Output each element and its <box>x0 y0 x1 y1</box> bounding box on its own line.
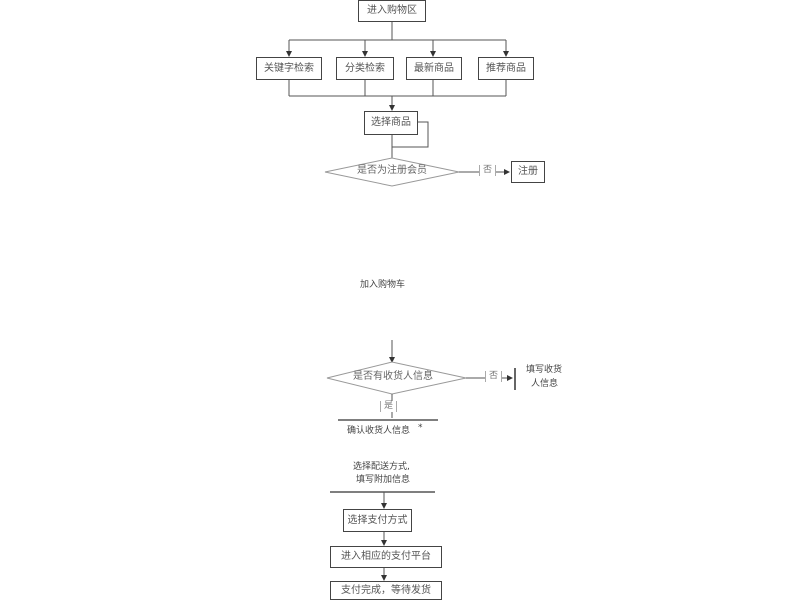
category-search-box: 分类检索 <box>336 57 394 80</box>
keyword-search-label: 关键字检索 <box>264 62 314 74</box>
fill-recipient-info-line1: 填写收货 <box>526 365 563 375</box>
is-registered-member-label: 是否为注册会员 <box>357 165 427 176</box>
recommended-products-box: 推荐商品 <box>478 57 534 80</box>
enter-payment-platform-label: 进入相应的支付平台 <box>341 551 431 562</box>
recommended-products-label: 推荐商品 <box>486 62 526 74</box>
add-to-cart-label: 加入购物车 <box>360 280 406 290</box>
register-label: 注册 <box>518 166 538 177</box>
select-product-box: 选择商品 <box>364 111 418 135</box>
select-delivery-line2: 填写附加信息 <box>356 475 411 485</box>
select-delivery-line1: 选择配送方式, <box>353 462 410 472</box>
yes-label-recipient: 是 <box>380 401 398 412</box>
keyword-search-box: 关键字检索 <box>256 57 322 80</box>
no-label-recipient: 否 <box>485 371 503 382</box>
enter-shopping-area-box: 进入购物区 <box>358 0 426 22</box>
payment-complete-label: 支付完成，等待发货 <box>341 584 431 596</box>
connector-select-bracket <box>391 121 429 148</box>
category-search-label: 分类检索 <box>345 62 385 74</box>
register-box: 注册 <box>511 161 545 183</box>
fill-recipient-info-line2: 人信息 <box>531 379 559 389</box>
select-payment-method-label: 选择支付方式 <box>347 514 408 526</box>
payment-complete-box: 支付完成，等待发货 <box>330 581 442 600</box>
select-product-label: 选择商品 <box>371 117 411 128</box>
select-payment-method-box: 选择支付方式 <box>343 509 412 532</box>
newest-products-box: 最新商品 <box>406 57 462 80</box>
confirm-recipient-info-label: 确认收货人信息 <box>347 426 411 436</box>
enter-shopping-area-label: 进入购物区 <box>367 5 417 16</box>
enter-payment-platform-box: 进入相应的支付平台 <box>330 546 442 568</box>
newest-products-label: 最新商品 <box>414 62 454 74</box>
has-recipient-info-label: 是否有收货人信息 <box>353 371 433 382</box>
no-label-member: 否 <box>479 165 497 176</box>
confirm-mark: * <box>418 423 423 433</box>
